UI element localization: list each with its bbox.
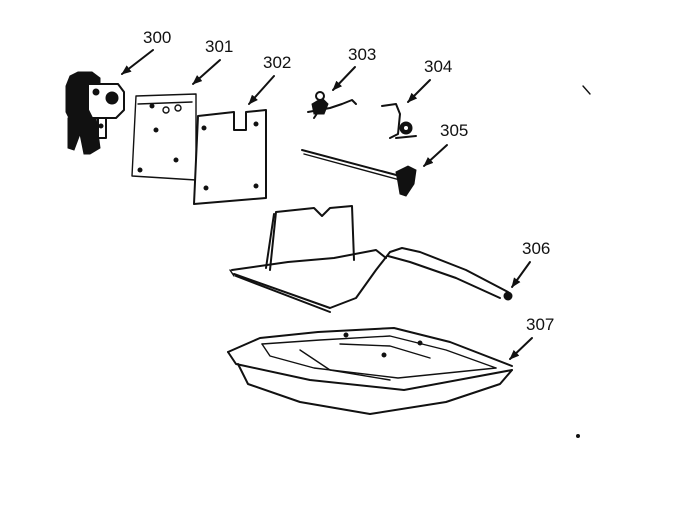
part-number-300: 300 <box>143 28 171 47</box>
leader-arrow-307 <box>509 337 533 360</box>
part-number-304: 304 <box>424 57 452 76</box>
switch-icon <box>307 91 357 119</box>
plate-icon <box>131 93 197 181</box>
motor-part-300: 300 <box>65 28 171 155</box>
part-number-306: 306 <box>522 239 550 258</box>
rack-part-306: 306 <box>229 205 550 313</box>
pan-part-307: 307 <box>227 315 554 415</box>
part-number-305: 305 <box>440 121 468 140</box>
cover-plate-icon <box>193 109 267 205</box>
leader-arrow-301 <box>192 59 221 85</box>
shaft-icon <box>301 149 417 197</box>
part-number-301: 301 <box>205 37 233 56</box>
part-number-302: 302 <box>263 53 291 72</box>
leader-arrow-304 <box>407 79 431 103</box>
switch-part-304: 304 <box>381 57 452 139</box>
motor-icon <box>65 71 125 155</box>
scan-speck-marks <box>576 85 591 438</box>
leader-arrow-300 <box>121 49 154 75</box>
leader-arrow-302 <box>248 75 275 105</box>
rack-icon <box>229 205 513 313</box>
part-number-307: 307 <box>526 315 554 334</box>
shaft-part-305: 305 <box>301 121 468 197</box>
cover-plate-part-302: 302 <box>193 53 291 205</box>
leader-arrow-305 <box>423 144 448 167</box>
leader-arrow-303 <box>332 66 356 91</box>
switch-part-303: 303 <box>307 45 376 119</box>
pan-icon <box>227 327 513 415</box>
part-number-303: 303 <box>348 45 376 64</box>
switch-icon <box>381 103 417 139</box>
leader-arrow-306 <box>511 261 531 288</box>
